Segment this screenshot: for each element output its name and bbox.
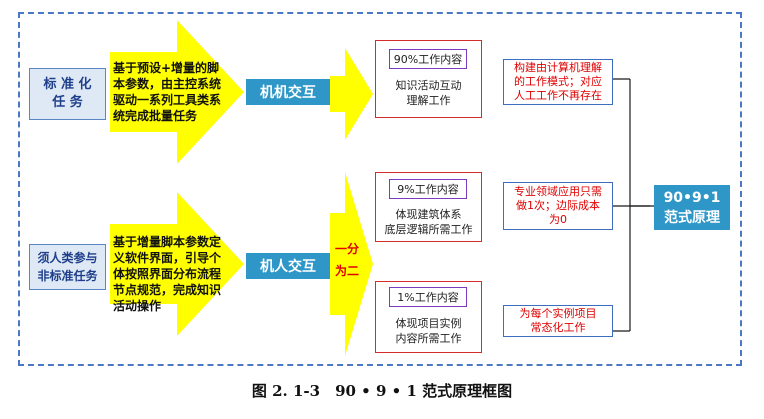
bottom-arrow-text: 基于增量脚本参数定 义软件界面，引导个 体按照界面分布流程 节点规范，完成知识 … xyxy=(113,235,222,313)
note-per-project: 为每个实例项目 常态化工作 xyxy=(503,305,613,337)
pct-label-90: 90%工作内容 xyxy=(389,49,467,69)
note-computer-understanding: 构建由计算机理解 的工作模式；对应 人工工作不再存在 xyxy=(503,59,613,105)
split-arrow xyxy=(330,172,373,356)
content-desc-90: 知识活动互动 理解工作 xyxy=(395,79,462,107)
human-machine-label: 机人交互 xyxy=(246,253,330,279)
bottom-arrow xyxy=(110,192,244,336)
top-arrow xyxy=(110,20,244,164)
content-desc-1: 体现项目实例 内容所需工作 xyxy=(395,317,462,345)
machine-machine-label: 机机交互 xyxy=(246,79,330,105)
nonstandard-task-box: 须人类参与 非标准任务 xyxy=(29,244,106,290)
diagram-frame xyxy=(18,12,742,366)
pct-label-9: 9%工作内容 xyxy=(389,179,467,199)
figure-caption: 图 2. 1-3 90 • 9 • 1 范式原理框图 xyxy=(251,382,513,400)
split-label: 一分 为二 xyxy=(334,242,359,278)
standard-task-box: 标 准 化 任 务 xyxy=(29,68,106,120)
principle-box: 90•9•1 范式原理 xyxy=(654,185,730,230)
pct-label-1: 1%工作内容 xyxy=(389,287,467,307)
content-desc-9: 体现建筑体系 底层逻辑所需工作 xyxy=(384,208,473,236)
top-arrow-text: 基于预设+增量的脚 本参数，由主控系统 驱动一系列工具类系 统完成批量任务 xyxy=(113,61,222,123)
note-domain-once: 专业领域应用只需 做1次；边际成本 为0 xyxy=(503,182,613,230)
small-top-arrow xyxy=(330,48,373,140)
